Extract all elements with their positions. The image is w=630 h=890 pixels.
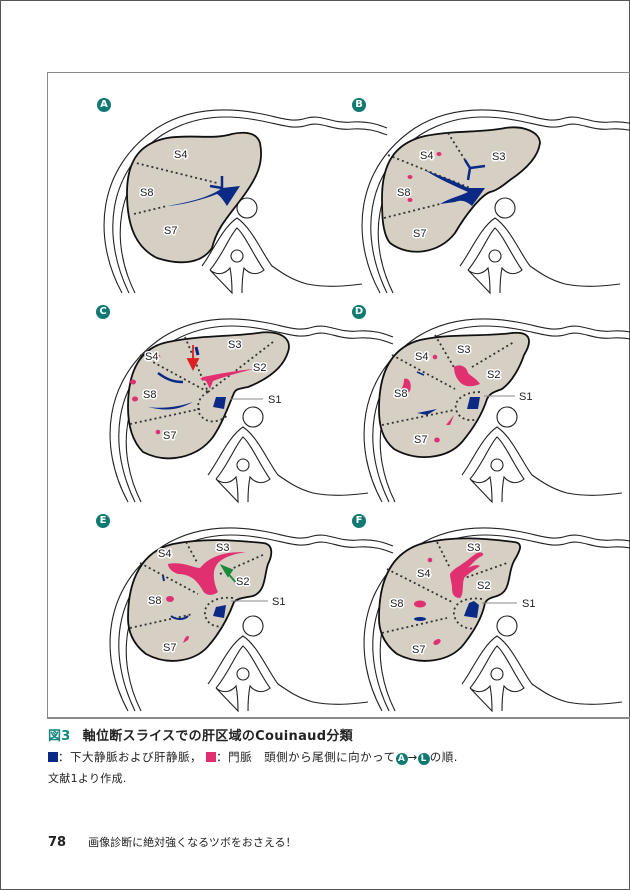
badge-a: A	[97, 98, 111, 112]
label-s2: S2	[236, 576, 249, 588]
badge-c: C	[96, 305, 110, 319]
label-s3: S3	[228, 339, 241, 351]
liver-slice-f: S4 S3 S2 S8 S7 S1	[363, 527, 630, 712]
page-footer: 78 画像診断に絶対強くなるツボをおさえる！	[48, 834, 297, 850]
caption-title: 軸位断スライスでの肝区域のCouinaud分類	[82, 729, 353, 744]
badge-l-icon: L	[417, 753, 430, 765]
label-s2: S2	[253, 362, 266, 374]
liver-slice-a: S4 S8 S7	[103, 109, 388, 294]
liver-outline	[381, 126, 541, 253]
liver-outline	[127, 331, 290, 460]
liver-slice-d: S4 S3 S2 S8 S7 S1	[363, 318, 630, 503]
label-s7: S7	[163, 642, 176, 654]
liver-outline	[378, 537, 521, 662]
label-s3: S3	[457, 344, 470, 356]
caption-title-line: 図3 軸位断スライスでの肝区域のCouinaud分類	[48, 725, 618, 744]
label-s1: S1	[268, 394, 281, 406]
label-s8: S8	[390, 598, 403, 610]
label-s1: S1	[272, 596, 285, 608]
label-s2: S2	[477, 580, 490, 592]
label-s7: S7	[412, 644, 425, 656]
panel-c: S4 S3 S2 S8 S7 S1 C	[88, 297, 394, 503]
label-s8: S8	[394, 388, 407, 400]
hepatic-vein	[167, 186, 240, 206]
green-arrow	[219, 564, 239, 586]
label-s1: S1	[522, 598, 535, 610]
hepatic-vein	[467, 397, 480, 409]
label-s4: S4	[417, 568, 430, 580]
label-s1: S1	[519, 391, 532, 403]
portal-vein	[168, 552, 246, 595]
badge-f: F	[352, 514, 366, 528]
legend-pink-text: ：門脈 頭側から尾側に向かって	[216, 750, 396, 764]
portal-vein	[200, 369, 253, 389]
panel-e: S4 S3 S2 S8 S7 S1 E	[88, 506, 394, 712]
running-title: 画像診断に絶対強くなるツボをおさえる！	[88, 836, 297, 849]
legend-end-text: の順.	[429, 750, 458, 764]
figure-caption: 図3 軸位断スライスでの肝区域のCouinaud分類 ：下大静脈および肝静脈， ：…	[48, 725, 618, 786]
panel-b: S4 S3 S8 S7 B	[340, 88, 630, 294]
label-s4: S4	[174, 149, 187, 161]
liver-slice-b: S4 S3 S8 S7	[361, 109, 630, 294]
legend-navy-text: ：下大静脈および肝静脈，	[58, 750, 202, 764]
badge-d: D	[352, 305, 366, 319]
label-s4: S4	[420, 150, 433, 162]
hepatic-vein	[464, 601, 479, 618]
label-s7: S7	[414, 434, 427, 446]
badge-b: B	[352, 98, 366, 112]
legend-arrow: →	[407, 750, 418, 764]
portal-vein	[450, 552, 484, 598]
label-s7: S7	[413, 228, 426, 240]
label-s8: S8	[148, 595, 161, 607]
pink-swatch-icon	[206, 752, 217, 762]
label-s7: S7	[164, 225, 177, 237]
hepatic-vein	[148, 402, 193, 410]
liver-outline	[378, 331, 530, 458]
figure-number: 図3	[48, 729, 71, 744]
liver-outline	[127, 539, 273, 662]
badge-a-icon: A	[395, 753, 408, 765]
label-s7: S7	[163, 430, 176, 442]
panel-a: S4 S8 S7 A	[82, 88, 388, 294]
label-s3: S3	[492, 151, 505, 163]
page-number: 78	[48, 835, 67, 850]
label-s8: S8	[140, 187, 153, 199]
label-s3: S3	[467, 542, 480, 554]
label-s3: S3	[216, 542, 229, 554]
label-s4: S4	[158, 548, 171, 560]
liver-slice-c: S4 S3 S2 S8 S7 S1	[109, 318, 394, 503]
panel-f: S4 S3 S2 S8 S7 S1 F	[342, 506, 630, 712]
portal-vein	[454, 365, 480, 387]
figure-box	[47, 72, 630, 719]
label-s4: S4	[145, 351, 158, 363]
panel-d: S4 S3 S2 S8 S7 S1 D	[342, 297, 630, 503]
liver-outline	[126, 131, 262, 264]
label-s2: S2	[487, 369, 500, 381]
liver-slice-e: S4 S3 S2 S8 S7 S1	[109, 527, 394, 712]
caption-source: 文献1より作成.	[48, 772, 127, 785]
navy-swatch-icon	[48, 752, 58, 762]
red-arrow	[186, 345, 200, 372]
hepatic-vein	[213, 605, 226, 618]
badge-e: E	[96, 514, 110, 528]
label-s8: S8	[143, 389, 156, 401]
label-s4: S4	[415, 351, 428, 363]
label-s8: S8	[397, 187, 410, 199]
hepatic-vein	[425, 170, 485, 206]
